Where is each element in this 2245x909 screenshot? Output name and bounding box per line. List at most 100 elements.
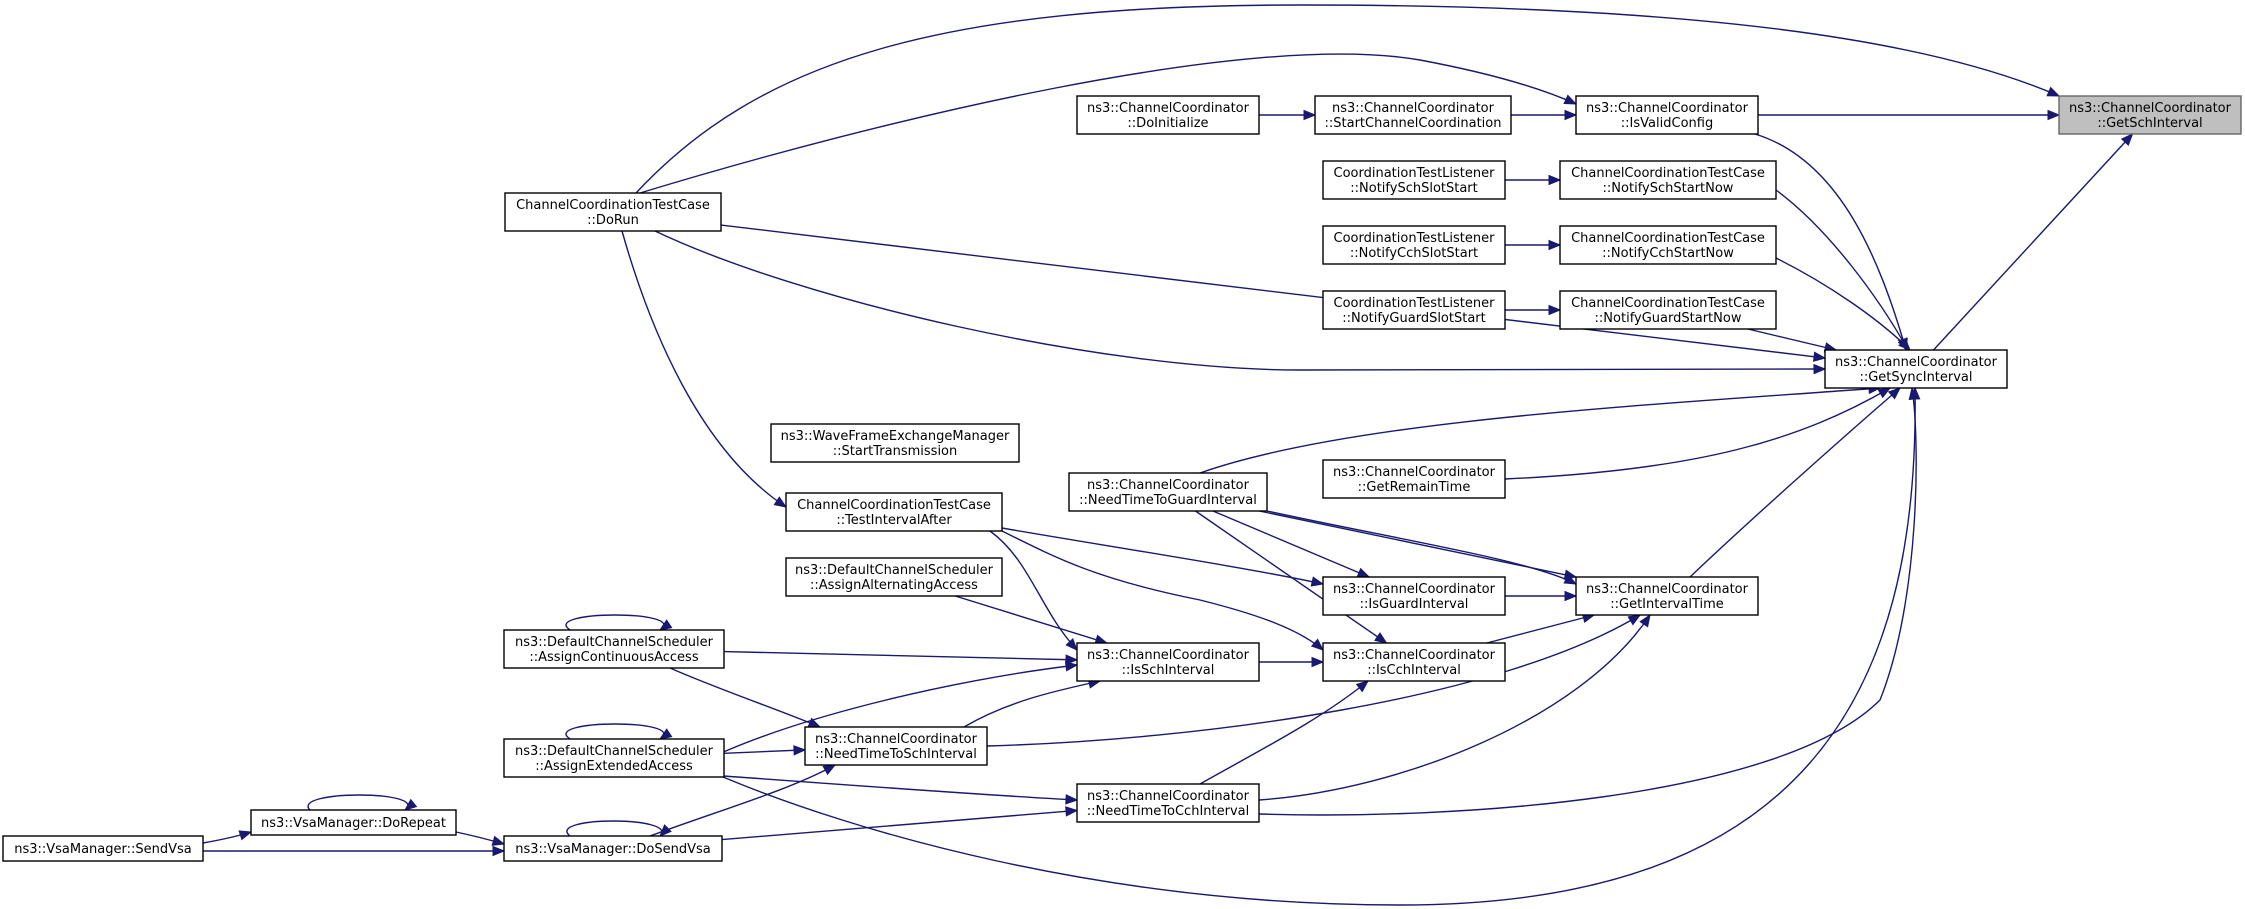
node-box[interactable] <box>785 557 1003 597</box>
node-box[interactable] <box>1559 160 1777 200</box>
node-dosendvsa[interactable]: ns3::VsaManager::DoSendVsa <box>503 835 723 862</box>
node-box[interactable] <box>504 192 722 232</box>
edge-arrowhead <box>1548 174 1562 186</box>
node-wfem[interactable]: ns3::WaveFrameExchangeManager::StartTran… <box>770 423 1020 463</box>
edge-arrowhead <box>1563 574 1578 585</box>
edge-dorun-to-tia <box>722 387 1916 906</box>
node-dorepeat[interactable]: ns3::VsaManager::DoRepeat <box>250 809 457 836</box>
focus-node-box[interactable] <box>2058 95 2242 135</box>
node-assignext[interactable]: ns3::DefaultChannelScheduler::AssignExte… <box>503 738 725 778</box>
node-isvalid[interactable]: ns3::ChannelCoordinator::IsValidConfig <box>1575 95 1759 135</box>
edge-arrowhead <box>1356 567 1371 578</box>
edge-arrowhead <box>1065 794 1079 805</box>
node-ntcch[interactable]: ns3::ChannelCoordinator::NeedTimeToCchIn… <box>1076 783 1260 823</box>
node-box[interactable] <box>804 726 988 766</box>
node-label: CoordinationTestListener <box>1334 231 1496 246</box>
node-box[interactable] <box>1322 459 1506 499</box>
node-label: ::GetIntervalTime <box>1610 597 1724 612</box>
node-box[interactable] <box>1314 95 1512 135</box>
node-box[interactable] <box>1559 225 1777 265</box>
node-label: ::AssignExtendedAccess <box>535 759 693 774</box>
edge-ntcch-to-getinterval <box>1258 614 1651 801</box>
node-label: ::AssignContinuousAccess <box>529 650 698 665</box>
edge-getinterval-to-getsync <box>1504 387 1891 480</box>
node-assignalt[interactable]: ns3::DefaultChannelScheduler::AssignAlte… <box>785 557 1003 597</box>
edge-arrowhead <box>822 764 837 776</box>
edge-arrowhead <box>1064 661 1079 672</box>
node-iscch[interactable]: ns3::ChannelCoordinator::IsCchInterval <box>1322 642 1506 682</box>
edge-ctc_guard-to-getsync <box>1747 328 1837 351</box>
edge-assigncont-to-ntsch <box>669 667 821 728</box>
node-ntguard[interactable]: ns3::ChannelCoordinator::NeedTimeToGuard… <box>1068 472 1268 512</box>
node-ctc_guard[interactable]: ChannelCoordinationTestCase::NotifyGuard… <box>1559 290 1777 330</box>
node-tia[interactable]: ChannelCoordinationTestCase::TestInterva… <box>785 492 1003 532</box>
node-startcc[interactable]: ns3::ChannelCoordinator::StartChannelCoo… <box>1314 95 1512 135</box>
node-label: ::NotifyCchStartNow <box>1602 246 1734 261</box>
node-box[interactable] <box>1076 642 1260 682</box>
node-ctc_sch[interactable]: ChannelCoordinationTestCase::NotifySchSt… <box>1559 160 1777 200</box>
edge-assigncont-to-assigncont <box>565 614 665 631</box>
node-sendvsa[interactable]: ns3::VsaManager::SendVsa <box>2 835 204 862</box>
edge-arrowhead <box>1909 386 1921 400</box>
node-label: ::NeedTimeToGuardInterval <box>1079 493 1257 508</box>
node-ctl_cch[interactable]: CoordinationTestListener::NotifyCchSlotS… <box>1322 225 1506 265</box>
node-box[interactable] <box>1076 95 1260 135</box>
edge-iscch-to-getinterval <box>1486 614 1595 644</box>
node-label: ns3::ChannelCoordinator <box>1333 582 1496 597</box>
edge-arrowhead <box>1355 680 1370 693</box>
node-box[interactable] <box>1824 349 2008 389</box>
node-label: ::GetSchInterval <box>2097 116 2202 131</box>
node-ctl_guard[interactable]: CoordinationTestListener::NotifyGuardSlo… <box>1322 290 1506 330</box>
node-label: ns3::ChannelCoordinator <box>1087 478 1250 493</box>
edge-getremain-to-getinterval <box>1266 510 1577 585</box>
node-box[interactable] <box>1322 576 1506 616</box>
node-label: ChannelCoordinationTestCase <box>516 198 710 213</box>
node-doinit[interactable]: ns3::ChannelCoordinator::DoInitialize <box>1076 95 1260 135</box>
node-label: ::NotifyCchSlotStart <box>1350 246 1478 261</box>
node-box[interactable] <box>1575 576 1759 616</box>
node-ctc_cch[interactable]: ChannelCoordinationTestCase::NotifyCchSt… <box>1559 225 1777 265</box>
node-label: ns3::ChannelCoordinator <box>815 732 978 747</box>
node-box[interactable] <box>1322 225 1506 265</box>
node-getinterval[interactable]: ns3::ChannelCoordinator::GetIntervalTime <box>1575 576 1759 616</box>
edge-ntcch-to-iscch <box>1199 680 1369 785</box>
edge-ntguard-to-isguard <box>1212 510 1370 578</box>
node-getsch[interactable]: ns3::ChannelCoordinator::GetSchInterval <box>2058 95 2242 135</box>
node-label: ns3::ChannelCoordinator <box>2069 101 2232 116</box>
node-box[interactable] <box>1068 472 1268 512</box>
node-box[interactable] <box>1076 783 1260 823</box>
node-box[interactable] <box>1322 642 1506 682</box>
node-box[interactable] <box>1322 290 1506 330</box>
node-getremain[interactable]: ns3::ChannelCoordinator::GetRemainTime <box>1322 459 1506 499</box>
node-box[interactable] <box>785 492 1003 532</box>
node-label: ns3::ChannelCoordinator <box>1835 355 1998 370</box>
node-box[interactable] <box>1559 290 1777 330</box>
node-ntsch[interactable]: ns3::ChannelCoordinator::NeedTimeToSchIn… <box>804 726 988 766</box>
node-label: ns3::ChannelCoordinator <box>1087 648 1250 663</box>
edge-dorun-to-getsync <box>720 224 1826 359</box>
node-label: CoordinationTestListener <box>1334 296 1496 311</box>
node-label: ns3::ChannelCoordinator <box>1586 101 1749 116</box>
node-getsync[interactable]: ns3::ChannelCoordinator::GetSyncInterval <box>1824 349 2008 389</box>
edge-dorepeat-to-dorepeat <box>307 794 409 811</box>
node-box[interactable] <box>503 629 725 669</box>
node-label: ::NotifyGuardSlotStart <box>1342 311 1486 326</box>
node-label: ns3::ChannelCoordinator <box>1586 582 1749 597</box>
node-ctl_sch[interactable]: CoordinationTestListener::NotifySchSlotS… <box>1322 160 1506 200</box>
node-issch[interactable]: ns3::ChannelCoordinator::IsSchInterval <box>1076 642 1260 682</box>
node-dorun[interactable]: ChannelCoordinationTestCase::DoRun <box>504 192 722 232</box>
node-box[interactable] <box>1322 160 1506 200</box>
node-box[interactable] <box>250 809 457 836</box>
node-box[interactable] <box>1575 95 1759 135</box>
node-label: ns3::DefaultChannelScheduler <box>515 635 714 650</box>
node-label: ::AssignAlternatingAccess <box>810 578 978 593</box>
node-box[interactable] <box>770 423 1020 463</box>
edge-assignext-to-ntcch <box>722 775 1078 801</box>
node-box[interactable] <box>503 738 725 778</box>
node-isguard[interactable]: ns3::ChannelCoordinator::IsGuardInterval <box>1322 576 1506 616</box>
node-label: ::NotifyGuardStartNow <box>1595 311 1742 326</box>
node-box[interactable] <box>503 835 723 862</box>
node-box[interactable] <box>2 835 204 862</box>
node-assigncont[interactable]: ns3::DefaultChannelScheduler::AssignCont… <box>503 629 725 669</box>
